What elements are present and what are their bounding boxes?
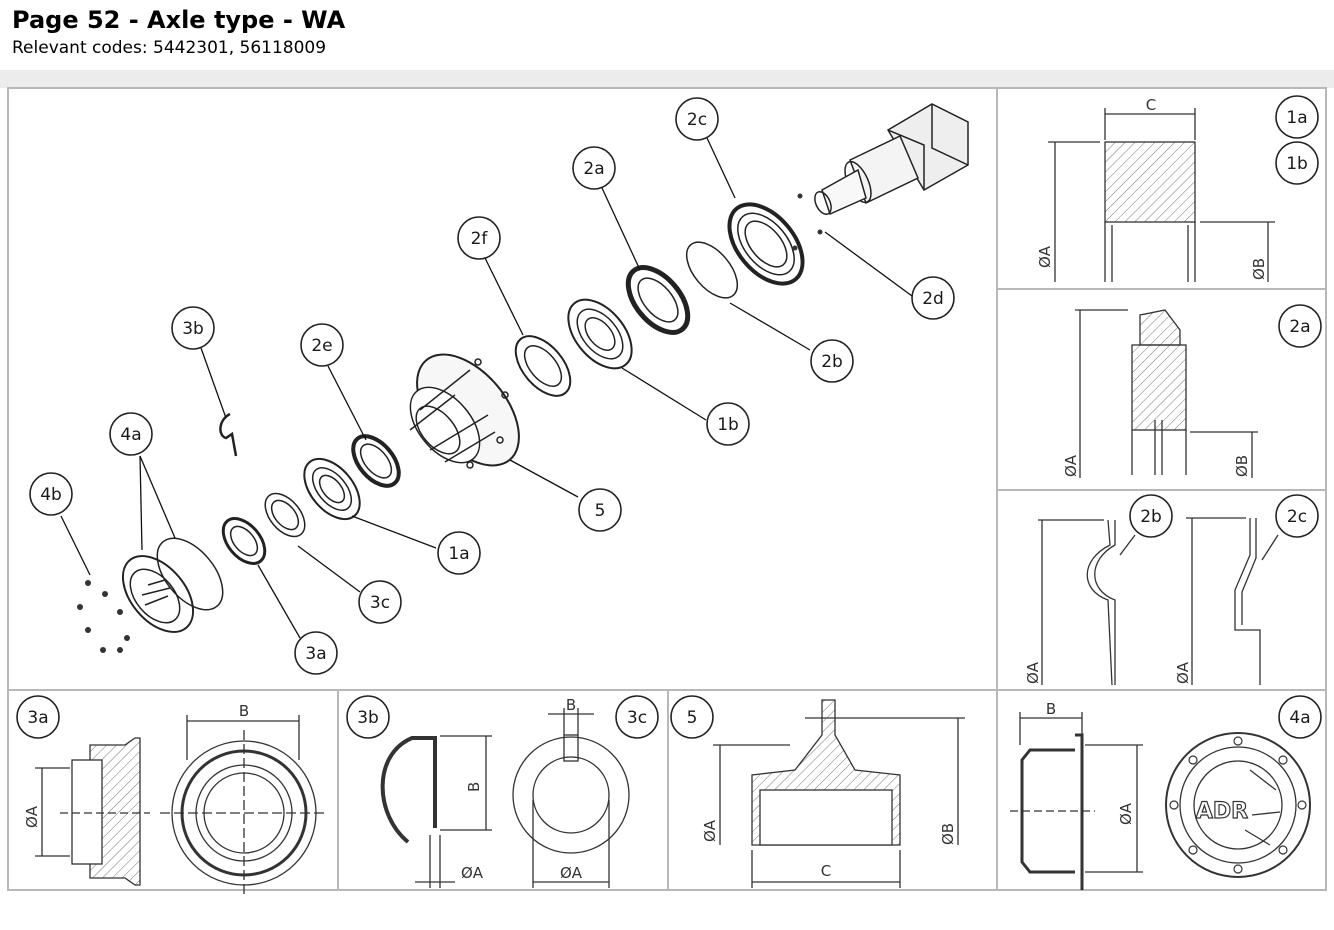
- seal-2a: [625, 265, 691, 335]
- callout-circle-3c: [358, 580, 402, 624]
- callout-4a: 4a: [120, 425, 141, 445]
- exploded-view: [77, 103, 969, 653]
- washer-3c: [264, 492, 306, 538]
- callout-2b-detail: 2b: [1140, 507, 1162, 527]
- dim-b-3a: B: [239, 702, 249, 720]
- callout-2a: 2a: [583, 159, 604, 179]
- callout-circle-4a-p: [1278, 695, 1322, 739]
- dim-oa-5: ØA: [701, 819, 719, 842]
- dim-oa-4a: ØA: [1117, 802, 1135, 825]
- callout-circle-1a-p: [1275, 95, 1319, 139]
- panel-hub-cap-4a: ADR B ØA 4a: [1010, 695, 1322, 890]
- hub-5: [409, 353, 520, 469]
- seal-2f: [514, 335, 572, 397]
- panel-2b-2c: ØA ØA 2b 2c: [1024, 494, 1319, 686]
- dim-oa: ØA: [1036, 245, 1054, 268]
- screws-2d: [792, 193, 823, 251]
- callout-5-detail: 5: [687, 708, 698, 728]
- callout-3c-detail: 3c: [627, 708, 647, 728]
- bearing-1a: [303, 457, 361, 521]
- callout-circle-2d: [911, 276, 955, 320]
- dim-oa-2a: ØA: [1062, 454, 1080, 477]
- callout-3b-detail: 3b: [357, 708, 379, 728]
- callout-3c: 3c: [370, 593, 390, 613]
- relevant-codes: Relevant codes: 5442301, 56118009: [12, 38, 327, 58]
- axle-shaft: [814, 103, 969, 216]
- dim-b-3b: B: [465, 782, 483, 792]
- callout-circle-2a: [572, 146, 616, 190]
- axle-diagram-svg: 2c 2a 2f 3b 2e 4a 4b 2d 2b 1b 5 1a 3c 3a…: [7, 87, 1327, 895]
- dim-ob-2a: ØB: [1233, 455, 1251, 477]
- panel-3b-3c: B B ØA ØA 3b 3c: [346, 695, 659, 888]
- callout-3a-detail: 3a: [27, 708, 48, 728]
- panel-bearing-1a-1b: C ØA ØB 1a 1b: [1036, 95, 1319, 282]
- callout-1a-detail: 1a: [1286, 108, 1307, 128]
- callout-1a: 1a: [448, 544, 469, 564]
- dim-oa-2b: ØA: [1024, 661, 1042, 684]
- o-ring-2b: [685, 241, 739, 299]
- panel-hub-5: ØA ØB C 5: [670, 695, 965, 888]
- callout-2d: 2d: [922, 289, 944, 309]
- callout-2c-detail: 2c: [1287, 507, 1307, 527]
- callout-2b: 2b: [821, 352, 843, 372]
- callout-circle-3a: [294, 631, 338, 675]
- axle-diagram-figure: 2c 2a 2f 3b 2e 4a 4b 2d 2b 1b 5 1a 3c 3a…: [0, 70, 1334, 900]
- dim-oa-3b: ØA: [461, 864, 484, 882]
- dim-c-5: C: [821, 862, 831, 880]
- seal-2c: [727, 202, 805, 286]
- callout-circle-1a: [437, 531, 481, 575]
- dim-ob: ØB: [1250, 258, 1268, 280]
- callout-3b: 3b: [182, 319, 204, 339]
- main-callout-labels: 2c 2a 2f 3b 2e 4a 4b 2d 2b 1b 5 1a 3c 3a: [40, 110, 944, 664]
- callout-circle-2c-p: [1275, 494, 1319, 538]
- callout-circle-2a-p: [1278, 304, 1322, 348]
- callout-circle-3b-p: [346, 695, 390, 739]
- callout-2c: 2c: [687, 110, 707, 130]
- callout-3a: 3a: [305, 644, 326, 664]
- dim-b-4a: B: [1046, 700, 1056, 718]
- callout-circle-2c: [675, 97, 719, 141]
- callout-circle-5: [578, 488, 622, 532]
- panel-nut-3a: B ØA 3a: [16, 695, 328, 895]
- callout-circle-4a: [109, 412, 153, 456]
- ring-2e: [351, 434, 401, 488]
- screws-4b: [77, 580, 130, 653]
- dim-oa-2c: ØA: [1174, 661, 1192, 684]
- dim-ob-5: ØB: [939, 823, 957, 845]
- main-callouts: [29, 97, 955, 675]
- callout-circle-1b: [706, 402, 750, 446]
- callout-circle-1b-p: [1275, 141, 1319, 185]
- callout-5: 5: [595, 501, 606, 521]
- callout-circle-5-p: [670, 695, 714, 739]
- dim-oa-3c: ØA: [560, 864, 583, 882]
- page-title: Page 52 - Axle type - WA: [12, 6, 346, 34]
- callout-circle-2e: [300, 323, 344, 367]
- panel-seal-2a: ØA ØB 2a: [1062, 304, 1322, 478]
- dim-b-3c: B: [566, 696, 576, 714]
- header-separator-band: [0, 70, 1334, 88]
- callout-2f: 2f: [471, 229, 489, 249]
- adr-logo-text: ADR: [1196, 799, 1248, 824]
- callout-2e: 2e: [311, 336, 332, 356]
- callout-circle-3a-p: [16, 695, 60, 739]
- leader-lines: [60, 137, 913, 639]
- nut-3a: [221, 517, 267, 565]
- callout-circle-2b-p: [1129, 494, 1173, 538]
- callout-1b-detail: 1b: [1286, 154, 1308, 174]
- callout-circle-3b: [171, 306, 215, 350]
- callout-2a-detail: 2a: [1289, 317, 1310, 337]
- callout-4b: 4b: [40, 485, 62, 505]
- hub-cap-4a: [121, 537, 224, 633]
- bearing-1b: [567, 298, 633, 370]
- dim-c: C: [1146, 96, 1156, 114]
- page-header: Page 52 - Axle type - WA Relevant codes:…: [0, 0, 1334, 70]
- callout-circle-3c-p: [615, 695, 659, 739]
- callout-1b: 1b: [717, 415, 739, 435]
- callout-circle-4b: [29, 472, 73, 516]
- callout-4a-detail: 4a: [1289, 708, 1310, 728]
- callout-circle-2b: [810, 339, 854, 383]
- callout-circle-2f: [457, 216, 501, 260]
- dim-oa-3a: ØA: [23, 805, 41, 828]
